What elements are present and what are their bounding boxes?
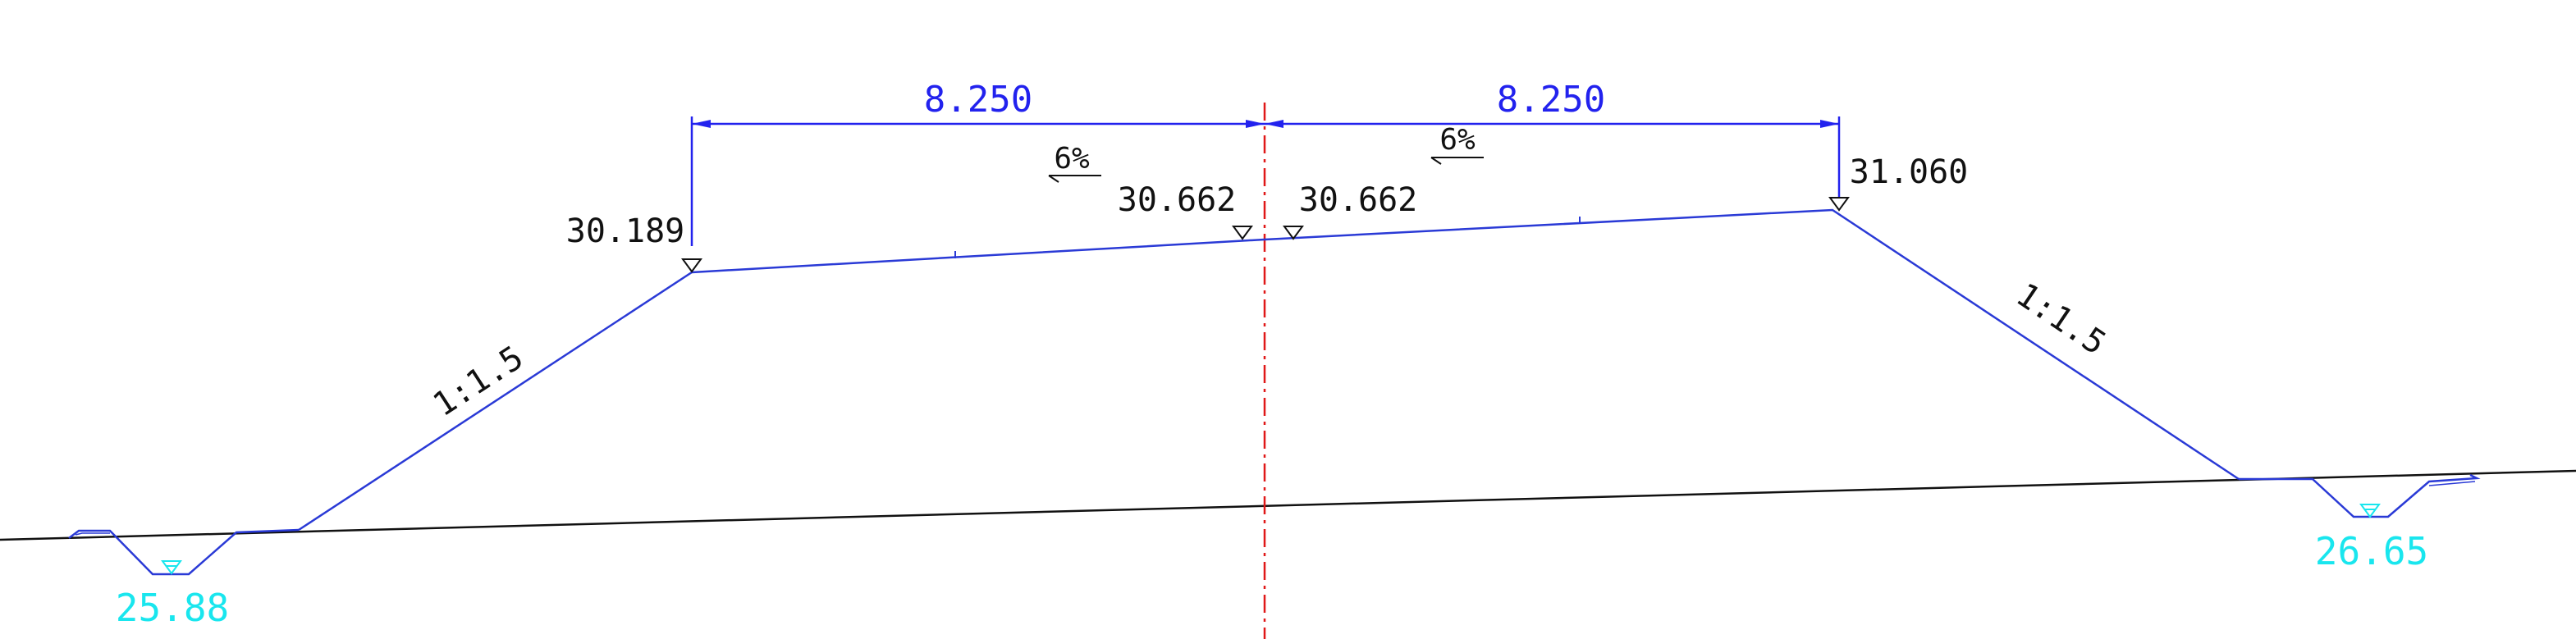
dimension-line-right: [1265, 120, 1839, 128]
elevation-center-right: 30.662: [1299, 181, 1418, 219]
inverted-triangle-icon: [681, 197, 1850, 273]
side-slope-right: 1:1.5: [2009, 276, 2112, 362]
dimension-line-left: [692, 120, 1265, 128]
existing-ground-line: [0, 469, 2576, 541]
crossfall-left-label: 6%: [1054, 142, 1090, 176]
crossfall-right: 6%: [1430, 123, 1484, 165]
left-ditch-inner-outline: [75, 532, 110, 536]
roadway-tick-marks: [954, 217, 1581, 258]
crossfall-left: 6%: [1048, 142, 1101, 183]
right-ditch-inner-outline: [2428, 481, 2476, 486]
dimension-right-half-width: 8.250: [1497, 79, 1605, 121]
dimension-extension-lines: [690, 116, 1841, 246]
crossfall-right-label: 6%: [1439, 123, 1476, 157]
elevation-left-shoulder: 30.189: [566, 212, 685, 250]
elevation-right-shoulder: 31.060: [1850, 153, 1969, 191]
elevation-center-left: 30.662: [1118, 181, 1237, 219]
left-ditch-outline: [68, 528, 300, 576]
embankment-design-profile: [298, 208, 2240, 532]
ditch-elevation-left: 25.88: [116, 586, 229, 630]
ditch-level-marker-right: [2359, 504, 2381, 518]
ditch-elevation-right: 26.65: [2315, 529, 2428, 573]
dimension-left-half-width: 8.250: [924, 79, 1032, 121]
ditch-level-marker-left: [161, 560, 182, 575]
right-ditch-outline: [2239, 473, 2481, 518]
